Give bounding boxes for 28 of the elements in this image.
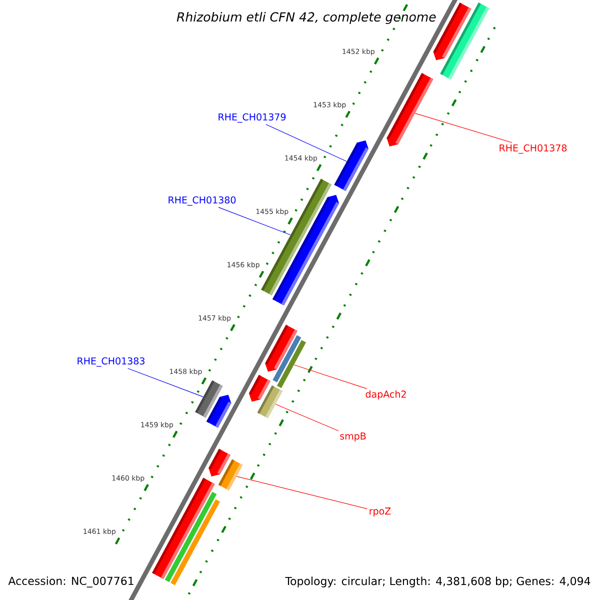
gene-feature [257, 385, 283, 418]
gene-label: smpB [340, 432, 366, 442]
gene-feature [272, 194, 339, 306]
leader-line [275, 404, 339, 432]
gene-label: rpoZ [370, 508, 391, 516]
gene-feature [386, 73, 434, 146]
gene-feature [218, 459, 243, 490]
leader-line [294, 364, 368, 389]
accession-text: Accession: NC_007761 [8, 576, 134, 588]
gene-label: dapAch2 [366, 390, 406, 400]
leader-line [218, 207, 291, 236]
gene-feature [206, 394, 232, 428]
gene-label: RHE_CH01380 [168, 196, 236, 206]
gene-label: RHE_CH01379 [218, 113, 286, 123]
gene-feature [440, 2, 490, 80]
gene-feature [276, 340, 306, 388]
gene-feature [272, 335, 302, 382]
map-title: Rhizobium etli CFN 42, complete genome [176, 12, 436, 24]
leader-line [236, 476, 368, 510]
leader-line [414, 112, 512, 143]
gene-feature [334, 140, 368, 191]
gene-feature [164, 492, 217, 582]
leader-line [128, 368, 204, 398]
gene-label: RHE_CH01383 [78, 357, 144, 367]
gene-feature [170, 499, 220, 586]
leader-line [266, 124, 347, 162]
genome-info-text: Topology: circular; Length: 4,381,608 bp; Genes: 4,094 [285, 576, 590, 588]
gene-label: RHE_CH01378 [500, 144, 567, 154]
